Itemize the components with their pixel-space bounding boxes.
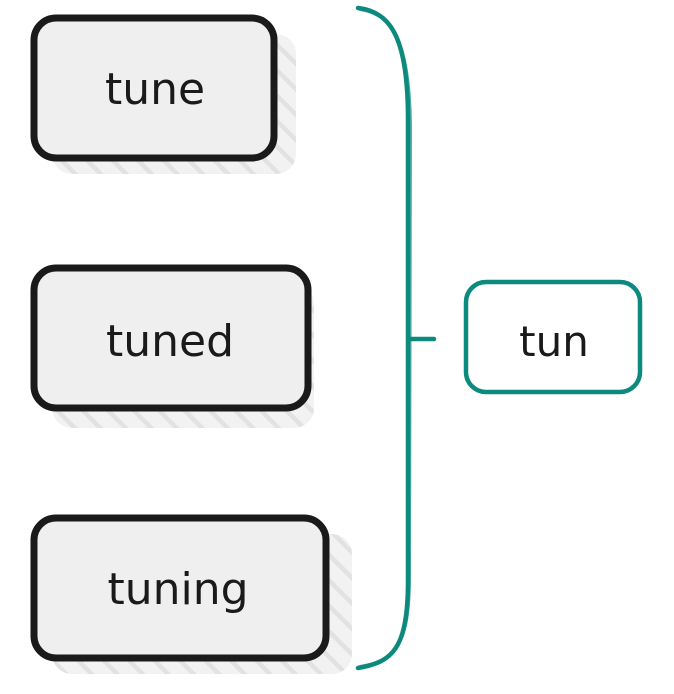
word-box-border bbox=[30, 14, 278, 162]
word-box-border bbox=[30, 514, 330, 662]
stem-result-box: tun bbox=[463, 279, 643, 395]
word-tuned: tuned bbox=[106, 316, 234, 367]
word-tuning: tuning bbox=[107, 564, 248, 615]
brace-curve-echo bbox=[359, 9, 413, 667]
word-box-fill bbox=[34, 18, 274, 158]
word-tune: tune bbox=[105, 64, 205, 115]
brace-curve bbox=[355, 5, 411, 671]
word-box-tune: tune bbox=[30, 14, 296, 174]
word-box-tuned: tuned bbox=[30, 264, 314, 428]
word-box-fill bbox=[34, 268, 308, 408]
word-box-border bbox=[30, 264, 312, 412]
result-box-border bbox=[463, 279, 643, 395]
stem-result: tun bbox=[519, 317, 589, 366]
word-box-fill bbox=[34, 518, 326, 658]
right-brace bbox=[355, 5, 437, 671]
word-box-tuning: tuning bbox=[30, 514, 352, 674]
